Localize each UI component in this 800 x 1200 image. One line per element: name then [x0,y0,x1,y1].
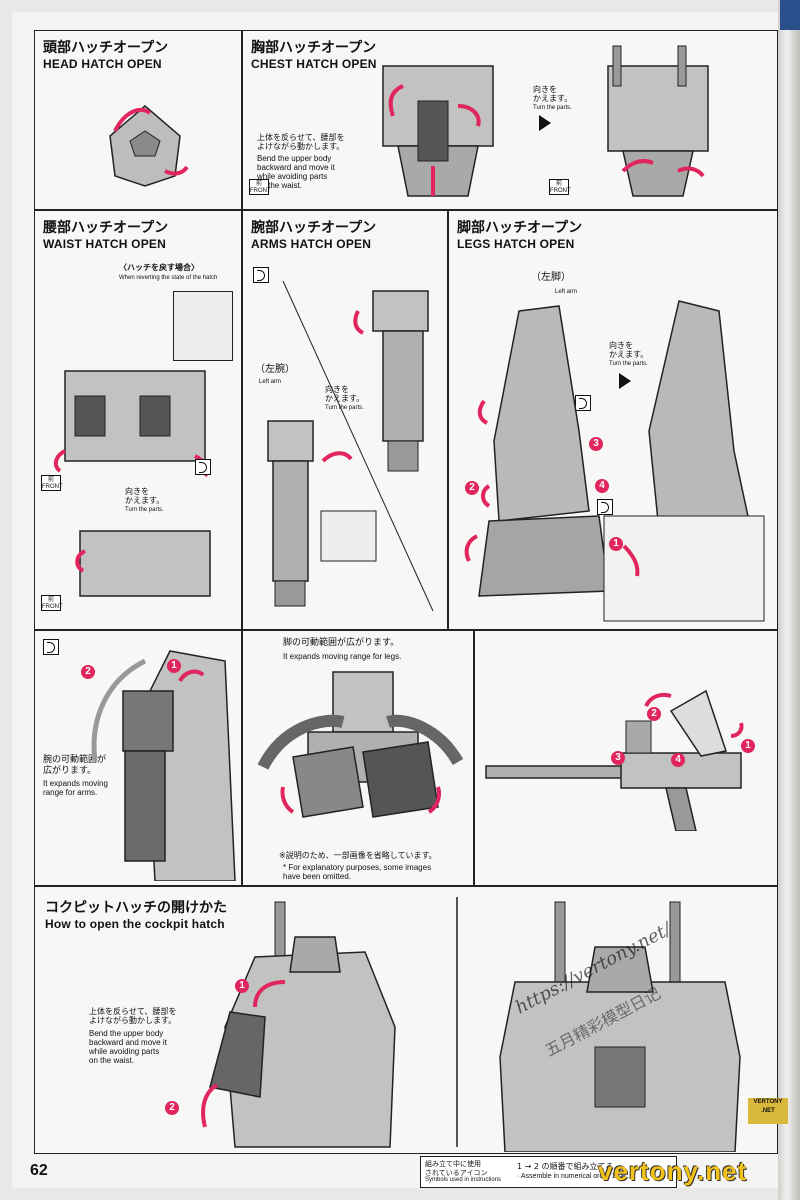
arm-range-step-2: 2 [81,665,95,679]
arms-illustration [253,271,443,621]
waist-front-jp: 前 [48,477,54,483]
waist-title-jp: 腰部ハッチオープン [43,217,168,237]
head-hatch-panel: 頭部ハッチオープン HEAD HATCH OPEN [34,30,242,210]
leg-range-omit-jp: ※説明のため、一部画像を省略しています。 [279,851,437,860]
chest-front-jp: 前 [256,181,262,187]
chest-illustration-rear [583,41,733,206]
waist-turn-jp: 向きを かえます。 [125,487,164,505]
waist-title-en: WAIST HATCH OPEN [43,237,166,251]
waist-revert-inset [173,291,233,361]
leg-range-note-jp: 脚の可動範囲が広がります。 [283,639,399,648]
waist-illustration-rear [65,521,225,611]
leg-range-illustration [253,667,468,847]
cockpit-note-jp: 上体を反らせて、腰部を よけながら動かします。 [89,1007,176,1025]
waist-front2-en: FRONT [42,604,63,610]
chest-turn-en: Turn the parts. [533,105,572,111]
legs-step-2: 2 [465,481,479,495]
waist-revert-en: When reverting the state of the hatch [119,275,217,281]
legs-left-jp: （左脚） [531,273,571,282]
chest-front-en-2: FRONT [550,188,571,194]
rifle-step-3: 3 [611,751,625,765]
cockpit-step-1: 1 [235,979,249,993]
arm-range-panel: 腕の可動範囲が 広がります。 It expands moving range f… [34,630,242,886]
chest-turn-arrow-icon [539,115,551,131]
watermark-bottom: vertony.net [598,1156,747,1187]
arms-hatch-panel: 腕部ハッチオープン ARMS HATCH OPEN （左腕） Left arm … [242,210,448,630]
waist-front-badge-2: 前 FRONT [41,595,61,611]
watermark-logo: VERTONY .NET [748,1098,788,1124]
rifle-illustration [481,681,771,831]
legs-step-4: 4 [595,479,609,493]
arm-range-illustration [85,641,240,881]
waist-turn-en: Turn the parts. [125,507,164,513]
arms-title-jp: 腕部ハッチオープン [251,217,376,237]
waist-front-badge: 前 FRONT [41,475,61,491]
waist-revert-jp: 〈ハッチを戻す場合〉 [119,263,199,272]
cockpit-illustration [195,897,455,1152]
chest-front-badge-2: 前 FRONT [549,179,569,195]
legs-hatch-panel: 脚部ハッチオープン LEGS HATCH OPEN （左脚） Left arm … [448,210,778,630]
arm-range-step-1: 1 [167,659,181,673]
waist-turn-icon [195,459,211,475]
rifle-step-1: 1 [741,739,755,753]
chest-title-en: CHEST HATCH OPEN [251,57,377,71]
page-number: 62 [30,1162,48,1180]
cockpit-divider [455,897,459,1147]
legs-title-jp: 脚部ハッチオープン [457,217,582,237]
head-title-jp: 頭部ハッチオープン [43,37,168,57]
leg-range-omit-en: * For explanatory purposes, some images … [283,863,431,881]
chest-illustration [363,46,513,206]
rifle-step-2: 2 [647,707,661,721]
chest-front-jp-2: 前 [556,181,562,187]
cockpit-note-en: Bend the upper body backward and move it… [89,1029,167,1065]
legs-illustration [459,291,769,626]
waist-front-en: FRONT [42,484,63,490]
chest-front-badge: 前 FRONT [249,179,269,195]
leg-range-note-en: It expands moving range for legs. [283,652,401,661]
cockpit-step-2: 2 [165,1101,179,1115]
legs-title-en: LEGS HATCH OPEN [457,237,574,251]
chest-front-en: FRONT [250,188,271,194]
chest-note-jp: 上体を反らせて、腰部を よけながら動かします。 [257,133,344,151]
blue-edge-tab [780,0,800,30]
legs-step-1: 1 [609,537,623,551]
legend-l3: Symbols used in instructions [425,1177,501,1183]
book-edge [778,0,800,1200]
chest-hatch-panel: 胸部ハッチオープン CHEST HATCH OPEN 上体を反らせて、腰部を よ… [242,30,778,210]
head-illustration [95,101,195,191]
waist-front2-jp: 前 [48,597,54,603]
leg-range-panel: 脚の可動範囲が広がります。 It expands moving range fo… [242,630,474,886]
legs-step-3: 3 [589,437,603,451]
rifle-step-4: 4 [671,753,685,767]
waist-hatch-panel: 腰部ハッチオープン WAIST HATCH OPEN 〈ハッチを戻す場合〉 Wh… [34,210,242,630]
chest-turn-jp: 向きを かえます。 [533,85,572,103]
head-title-en: HEAD HATCH OPEN [43,57,162,71]
arms-title-en: ARMS HATCH OPEN [251,237,371,251]
rifle-panel: 2 3 4 1 [474,630,778,886]
chest-title-jp: 胸部ハッチオープン [251,37,376,57]
arm-range-turn-icon [43,639,59,655]
